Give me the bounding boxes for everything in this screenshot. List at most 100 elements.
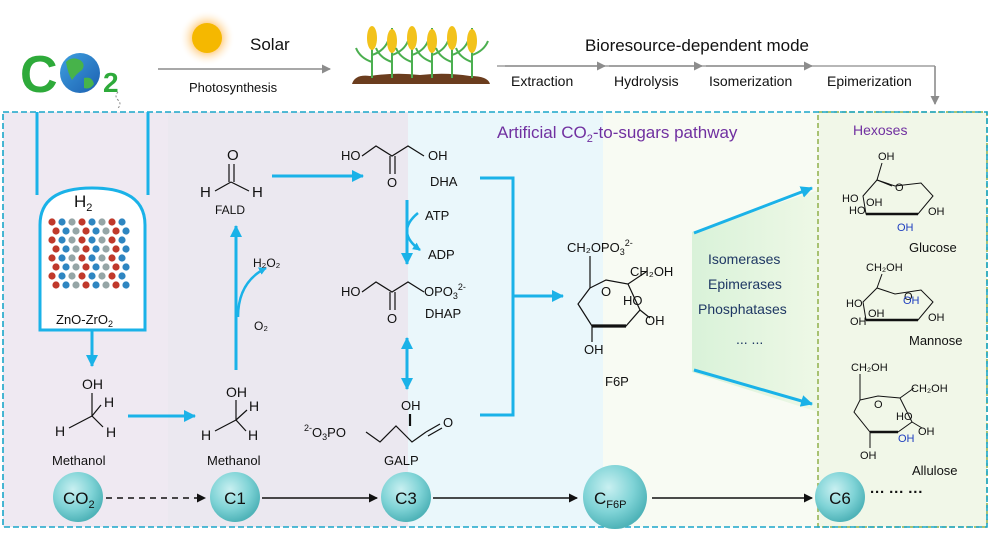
svg-text:O: O	[387, 175, 397, 190]
svg-text:OH: OH	[645, 313, 665, 328]
galp-structure: OH 2-O3PO O	[304, 398, 453, 443]
svg-text:O: O	[895, 182, 904, 194]
svg-text:OH: OH	[903, 295, 920, 307]
svg-text:OH: OH	[866, 197, 883, 209]
o2-label: O₂	[254, 319, 268, 333]
svg-text:HO: HO	[623, 293, 643, 308]
f6p-structure: CH₂OPO32- O CH₂OH HO OH OH	[567, 238, 673, 357]
methanol-2-structure: OH H H H	[201, 384, 259, 443]
svg-text:OH: OH	[226, 384, 247, 400]
pathway-border	[2, 111, 988, 528]
panel-c1-bg	[168, 112, 408, 527]
allulose-structure: CH₂OH O CH₂OH HO OH OH OH	[851, 362, 948, 462]
node-c1: C1	[210, 472, 260, 522]
svg-text:O: O	[874, 399, 883, 411]
glucose-label: Glucose	[909, 240, 957, 255]
photosynthesis-label: Photosynthesis	[189, 80, 278, 95]
node-co2: CO2	[53, 472, 103, 522]
step-hydrolysis: Hydrolysis	[614, 73, 679, 89]
svg-text:H: H	[252, 184, 263, 201]
solar-label: Solar	[250, 35, 290, 54]
crops-icon	[352, 26, 490, 84]
methanol-1-structure: OH H H H	[55, 376, 116, 440]
svg-text:C1: C1	[224, 489, 246, 508]
methanol-2-label: Methanol	[207, 453, 261, 468]
svg-text:OH: OH	[428, 148, 448, 163]
svg-text:OH: OH	[401, 398, 421, 413]
svg-text:O: O	[443, 415, 453, 430]
catalyst-label: ZnO-ZrO2	[56, 312, 113, 329]
svg-text:CH₂OH: CH₂OH	[866, 262, 903, 274]
zno-zro2-crystal-icon	[48, 218, 130, 289]
svg-text:OH: OH	[82, 376, 103, 392]
svg-text:OH: OH	[868, 308, 885, 320]
dhap-structure: HO O OPO32-	[341, 281, 466, 326]
svg-text:O: O	[904, 291, 913, 303]
catalyst-reactor: H2 ZnO-ZrO2	[35, 112, 150, 332]
svg-text:CF6P: CF6P	[594, 489, 626, 511]
svg-text:CH₂OH: CH₂OH	[851, 362, 888, 374]
svg-text:O: O	[601, 284, 611, 299]
svg-text:HO: HO	[341, 148, 361, 163]
svg-text:OPO32-: OPO32-	[424, 282, 466, 301]
svg-text:H: H	[200, 184, 211, 201]
step-extraction: Extraction	[511, 73, 573, 89]
svg-text:HO: HO	[846, 298, 863, 310]
h2o2-label: H₂O₂	[253, 256, 281, 270]
svg-text:OH: OH	[860, 450, 877, 462]
step-isomerization: Isomerization	[709, 73, 792, 89]
svg-text:OH: OH	[928, 312, 945, 324]
svg-text:H: H	[104, 394, 114, 410]
step-epimerization: Epimerization	[827, 73, 912, 89]
enzyme-fan-bg	[692, 190, 818, 412]
node-c6: C6	[815, 472, 865, 522]
svg-text:HO: HO	[842, 193, 859, 205]
co2-logo: C 2	[20, 46, 121, 109]
svg-text:OH: OH	[850, 316, 867, 328]
adp-label: ADP	[428, 247, 455, 262]
svg-text:OH: OH	[898, 433, 915, 445]
mode-title: Bioresource-dependent mode	[585, 36, 809, 55]
svg-text:CH₂OH: CH₂OH	[911, 383, 948, 395]
svg-text:H: H	[106, 424, 116, 440]
svg-text:2: 2	[103, 67, 119, 98]
svg-text:C: C	[20, 46, 58, 104]
svg-text:O: O	[227, 147, 239, 164]
enzyme-epimerases: Epimerases	[708, 276, 782, 292]
mannose-structure: CH₂OH O HO OH OH OH OH	[846, 262, 945, 328]
hexoses-title: Hexoses	[853, 122, 907, 138]
svg-text:HO: HO	[849, 205, 866, 217]
svg-text:OH: OH	[928, 206, 945, 218]
enzyme-phosphatases: Phosphatases	[698, 301, 787, 317]
galp-label: GALP	[384, 453, 419, 468]
panel-c3-bg	[408, 112, 603, 527]
h2-label: H2	[74, 192, 92, 214]
atp-to-adp-arrow	[405, 212, 421, 252]
methanol-1-label: Methanol	[52, 453, 106, 468]
svg-text:HO: HO	[341, 284, 361, 299]
dhap-label: DHAP	[425, 306, 461, 321]
sun-icon	[179, 10, 235, 66]
svg-text:H: H	[55, 423, 65, 439]
svg-text:HO: HO	[896, 411, 913, 423]
node-c3: C3	[381, 472, 431, 522]
fald-label: FALD	[215, 203, 245, 217]
o2-to-h2o2-arrow	[236, 266, 267, 318]
glucose-structure: OH O HO HO OH OH OH	[842, 151, 945, 234]
dha-label: DHA	[430, 174, 458, 189]
enzyme-isomerases: Isomerases	[708, 251, 780, 267]
svg-text:H: H	[248, 427, 258, 443]
to-allulose-arrow	[693, 368, 813, 407]
svg-text:CH₂OPO32-: CH₂OPO32-	[567, 238, 633, 257]
f6p-label: F6P	[605, 374, 629, 389]
svg-text:2-O3PO: 2-O3PO	[304, 423, 346, 442]
svg-text:O: O	[387, 311, 397, 326]
svg-text:C3: C3	[395, 489, 417, 508]
to-glucose-arrow	[693, 186, 813, 235]
pathway-title: Artificial CO2-to-sugars pathway	[497, 123, 738, 145]
svg-text:CO2: CO2	[63, 489, 95, 511]
node-cf6p: CF6P	[583, 465, 647, 529]
svg-text:H: H	[201, 427, 211, 443]
